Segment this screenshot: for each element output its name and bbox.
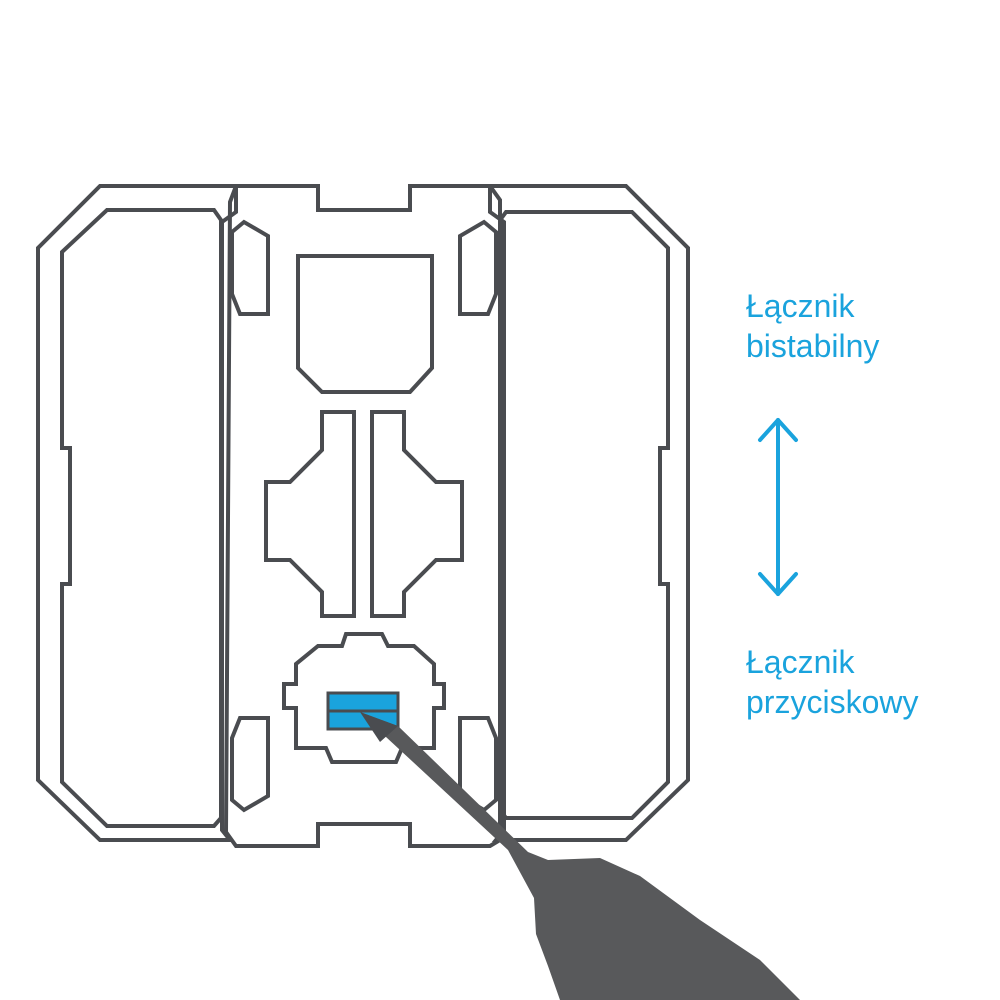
bistable-switch-label: Łącznik bistabilny — [746, 286, 879, 366]
central-mechanism — [223, 184, 502, 848]
screwdriver-icon — [360, 712, 800, 1000]
left-rocker-frame — [36, 184, 238, 842]
right-rocker-frame — [488, 184, 690, 842]
mode-slide-switch — [326, 691, 400, 731]
pushbutton-label-line-2: przyciskowy — [746, 684, 919, 720]
pushbutton-switch-label: Łącznik przyciskowy — [746, 642, 918, 722]
pushbutton-label-line-1: Łącznik — [746, 644, 855, 680]
double-vertical-arrow-icon — [758, 418, 798, 596]
bistable-label-line-2: bistabilny — [746, 328, 880, 364]
bistable-label-line-1: Łącznik — [746, 288, 855, 324]
